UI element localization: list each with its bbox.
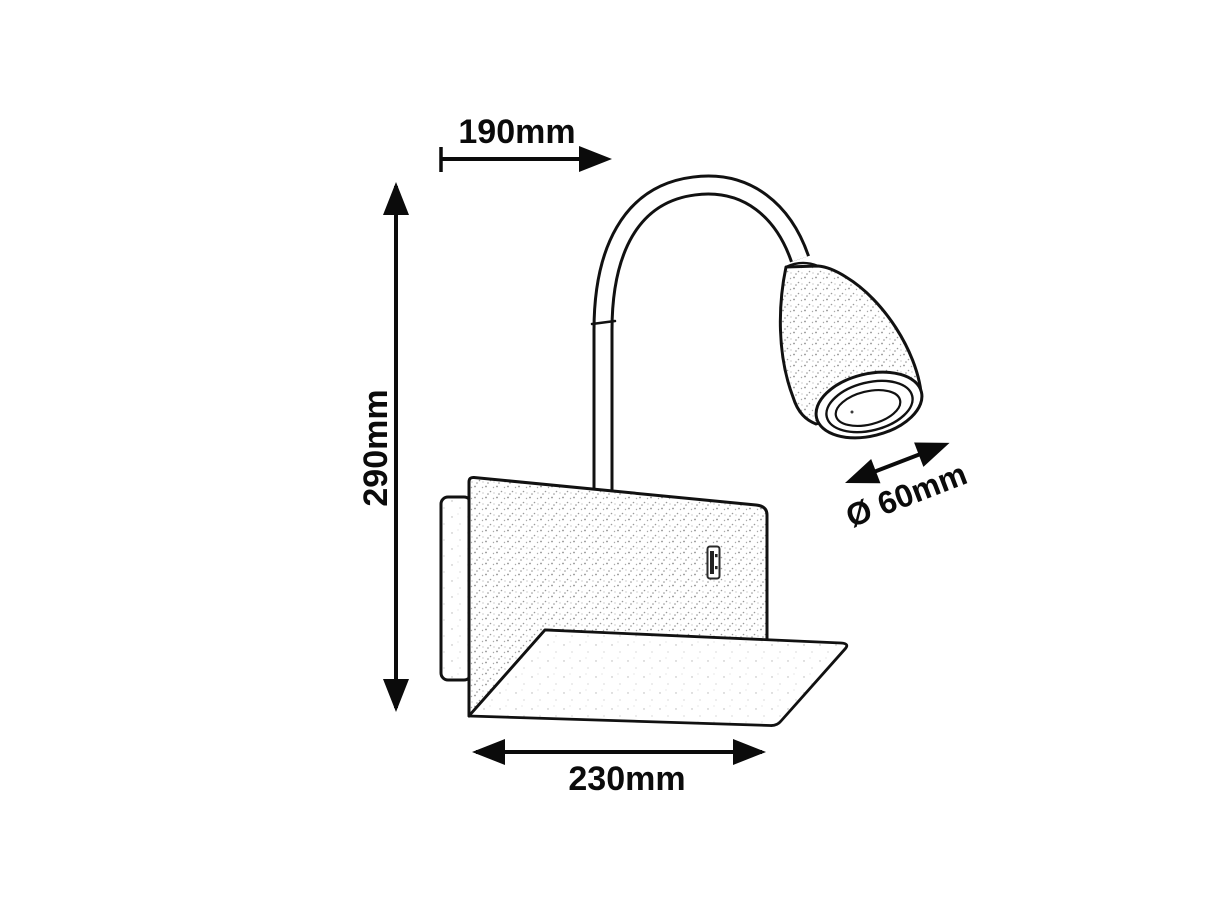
mount-panel	[467, 475, 769, 718]
dim-label-190mm: 190mm	[458, 113, 575, 151]
dimension-top-width: 190mm	[439, 113, 612, 172]
wall-plate	[439, 495, 473, 682]
lamp-head	[778, 261, 924, 440]
arrowhead-right-icon	[914, 442, 950, 467]
lamp-opening	[814, 370, 924, 440]
arrowhead-left-icon	[472, 739, 505, 765]
dimension-left-height: 290mm	[357, 182, 409, 712]
gooseneck-arm	[590, 174, 810, 497]
dimension-head-diameter: Ø 60mm	[841, 442, 972, 534]
dimension-bottom-width: 230mm	[472, 739, 766, 798]
dim-label-230mm: 230mm	[568, 760, 685, 798]
arrowhead-right-icon	[733, 739, 766, 765]
dim-label-290mm: 290mm	[357, 389, 395, 506]
arrowhead-down-icon	[383, 679, 409, 712]
lamp-lens	[834, 389, 902, 427]
lamp-drawing	[439, 174, 924, 727]
shelf	[467, 628, 849, 727]
gooseneck-joint-line	[590, 319, 617, 326]
arrowhead-right-icon	[579, 146, 612, 172]
dim-label-diameter-60mm: Ø 60mm	[841, 455, 972, 534]
lamp-head-collar-line	[784, 261, 820, 269]
arrowhead-left-icon	[845, 459, 881, 484]
arrowhead-up-icon	[383, 182, 409, 215]
usb-port-icon	[706, 545, 721, 580]
